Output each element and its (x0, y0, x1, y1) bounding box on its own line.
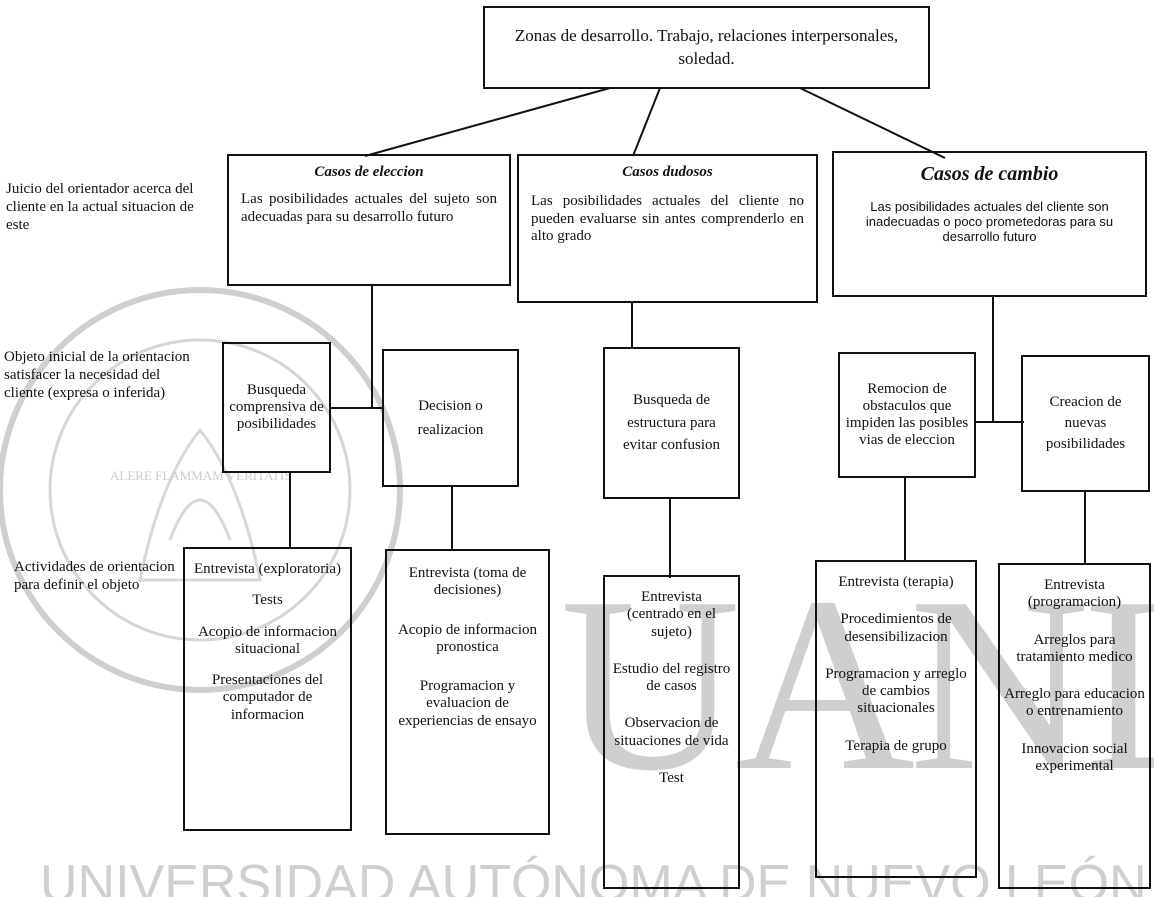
objective-label: Creacion de nuevas posibilidades (1045, 394, 1126, 452)
case-box-eleccion: Casos de eleccion Las posibilidades actu… (227, 154, 511, 286)
case-box-dudosos: Casos dudosos Las posibilidades actuales… (517, 154, 818, 303)
activity-item: Innovacion social experimental (1021, 740, 1128, 774)
activities-box-busqueda-estructura: Entrevista (centrado en el sujeto) Estud… (603, 575, 740, 889)
activities-box-remocion: Entrevista (terapia) Procedimientos de d… (815, 560, 977, 878)
activity-item: Entrevista (exploratoria) (193, 561, 342, 577)
case-title-dudosos: Casos dudosos (622, 164, 713, 180)
objective-box-busqueda-estructura: Busqueda de estructura para evitar confu… (603, 347, 740, 499)
side-label-activities: Actividades de orientacion para definir … (14, 559, 175, 593)
objective-label: Remocion de obstaculos que impiden las p… (845, 380, 969, 449)
side-label-objective: Objeto inicial de la orientacion satisfa… (4, 349, 190, 401)
objective-box-busqueda-comprensiva: Busqueda comprensiva de posibilidades (222, 342, 331, 473)
activity-item: Tests (252, 592, 283, 609)
activity-item: Estudio del registro de casos (612, 660, 731, 694)
activity-item: Presentaciones del computador de informa… (211, 672, 324, 723)
activity-item: Programacion y evaluacion de experiencia… (398, 678, 537, 729)
activity-item: Terapia de grupo (845, 737, 947, 754)
objective-label: Busqueda de estructura para evitar confu… (622, 392, 721, 454)
case-title-eleccion: Casos de eleccion (314, 164, 424, 180)
activity-item: Entrevista (terapia) (838, 574, 954, 590)
case-title-cambio: Casos de cambio (920, 163, 1059, 185)
activity-item: Programacion y arreglo de cambios situac… (825, 665, 967, 717)
activity-item: Entrevista (toma de decisiones) (408, 565, 527, 599)
activities-box-creacion: Entrevista (programacion) Arreglos para … (998, 563, 1151, 889)
activity-item: Observacion de situaciones de vida (614, 715, 729, 749)
activity-item: Acopio de informacion situacional (197, 623, 338, 657)
objective-box-decision: Decision o realizacion (382, 349, 519, 487)
objective-box-remocion: Remocion de obstaculos que impiden las p… (838, 352, 976, 478)
activity-item: Arreglo para educacion o entrenamiento (1004, 686, 1145, 720)
side-label-judgment: Juicio del orientador acerca del cliente… (6, 181, 194, 233)
objective-label: Busqueda comprensiva de posibilidades (229, 381, 324, 433)
watermark-uanl: UANL (560, 546, 1154, 823)
activity-item: Procedimientos de desensibilizacion (840, 611, 952, 645)
activities-box-decision: Entrevista (toma de decisiones) Acopio d… (385, 549, 550, 835)
activity-item: Test (659, 769, 684, 786)
activity-item: Entrevista (programacion) (1027, 577, 1122, 611)
objective-label: Decision o realizacion (417, 398, 484, 438)
objective-box-creacion: Creacion de nuevas posibilidades (1021, 355, 1150, 492)
activity-item: Acopio de informacion pronostica (397, 621, 538, 655)
case-desc-cambio: Las posibilidades actuales del cliente s… (865, 199, 1114, 244)
activities-box-busqueda-comprensiva: Entrevista (exploratoria) Tests Acopio d… (183, 547, 352, 831)
activity-item: Entrevista (centrado en el sujeto) (626, 589, 717, 640)
root-label: Zonas de desarrollo. Trabajo, relaciones… (514, 26, 899, 68)
case-desc-eleccion: Las posibilidades actuales del sujeto so… (241, 191, 497, 225)
case-box-cambio: Casos de cambio Las posibilidades actual… (832, 151, 1147, 297)
activity-item: Arreglos para tratamiento medico (1016, 631, 1133, 665)
case-desc-dudosos: Las posibilidades actuales del cliente n… (531, 193, 804, 244)
root-box: Zonas de desarrollo. Trabajo, relaciones… (483, 6, 930, 89)
